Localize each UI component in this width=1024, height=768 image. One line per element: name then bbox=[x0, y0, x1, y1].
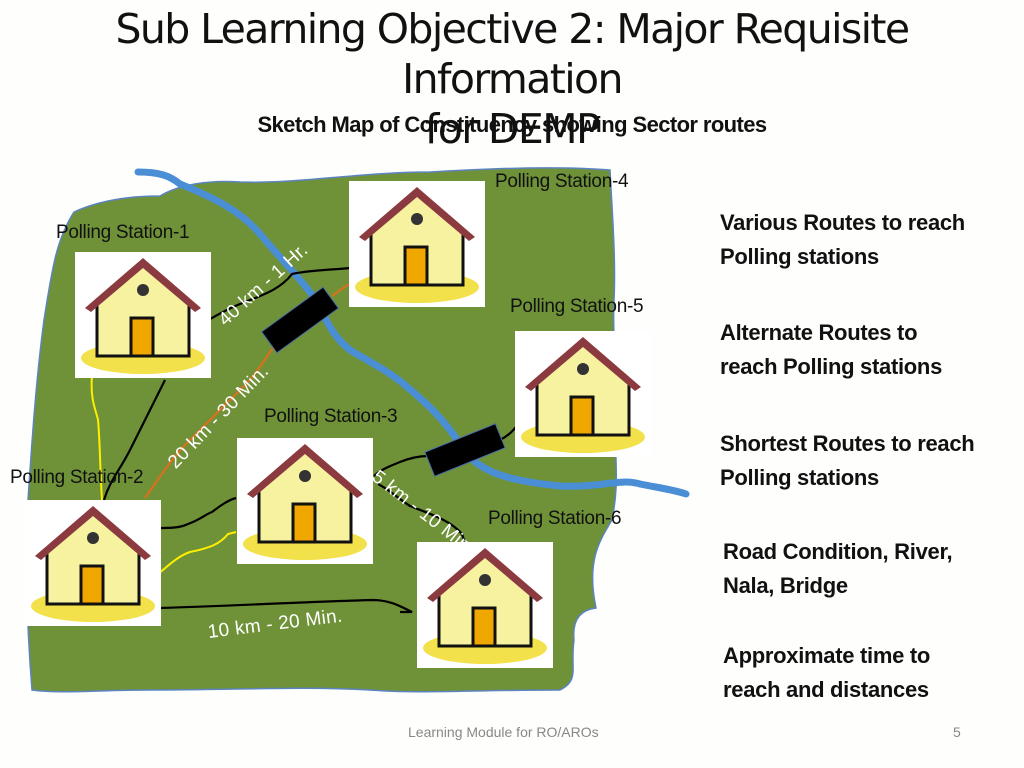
key-point-line: Alternate Routes to bbox=[720, 320, 918, 345]
alternate-route-ps1-ps2 bbox=[90, 375, 103, 501]
road-ps2-ps6 bbox=[157, 598, 413, 614]
key-point-alternate-routes: Alternate Routes to reach Polling statio… bbox=[720, 316, 1020, 384]
alternate-route-ps2-ps3 bbox=[157, 531, 237, 575]
key-point-line: Shortest Routes to reach bbox=[720, 431, 975, 456]
key-point-various-routes: Various Routes to reach Polling stations bbox=[720, 206, 1020, 274]
road-ps1-ps4 bbox=[189, 266, 351, 331]
page-number: 5 bbox=[953, 724, 961, 740]
polling-station-4[interactable] bbox=[349, 181, 485, 307]
key-point-line: reach Polling stations bbox=[720, 354, 943, 379]
road-ps2-ps3 bbox=[157, 496, 237, 530]
bridge-icon bbox=[424, 423, 506, 477]
key-point-line: reach and distances bbox=[723, 677, 929, 702]
key-point-shortest-routes: Shortest Routes to reach Polling station… bbox=[720, 427, 1020, 495]
slide-subtitle: Sketch Map of Constituency showing Secto… bbox=[257, 112, 767, 137]
slide-title: Sub Learning Objective 2: Major Requisit… bbox=[0, 4, 1024, 154]
house-icon bbox=[243, 444, 367, 560]
road-ps1-ps2 bbox=[102, 379, 166, 501]
house-icon bbox=[31, 506, 155, 622]
road-ps3-bridge bbox=[373, 454, 429, 477]
key-point-line: Approximate time to bbox=[723, 643, 930, 668]
station-label-3: Polling Station-3 bbox=[264, 406, 398, 427]
sketch-map: Polling Station-1 Polling Station-2 Poll… bbox=[0, 150, 700, 710]
house-icon bbox=[521, 337, 645, 453]
polling-station-6[interactable] bbox=[417, 542, 553, 668]
station-label-2: Polling Station-2 bbox=[10, 467, 144, 488]
river bbox=[134, 168, 690, 498]
station-label-5: Polling Station-5 bbox=[510, 296, 644, 317]
key-point-line: Various Routes to reach bbox=[720, 210, 965, 235]
key-point-line: Polling stations bbox=[720, 465, 879, 490]
house-icon bbox=[81, 258, 205, 374]
footer-text: Learning Module for RO/AROs bbox=[408, 724, 599, 740]
slide-title-line-2: for DEMP bbox=[424, 105, 601, 153]
key-point-approximate-time: Approximate time to reach and distances bbox=[723, 639, 1023, 707]
station-label-4: Polling Station-4 bbox=[495, 171, 629, 192]
key-point-line: Nala, Bridge bbox=[723, 573, 848, 598]
road-ps3-ps6 bbox=[377, 483, 468, 547]
station-label-1: Polling Station-1 bbox=[56, 222, 190, 243]
house-icon bbox=[423, 548, 547, 664]
polling-station-5[interactable] bbox=[515, 331, 651, 457]
slide-title-line-1: Sub Learning Objective 2: Major Requisit… bbox=[115, 5, 910, 103]
bridge-icon bbox=[260, 286, 340, 354]
key-point-line: Road Condition, River, bbox=[723, 539, 953, 564]
polling-station-1[interactable] bbox=[75, 252, 211, 378]
house-icon bbox=[355, 187, 479, 303]
polling-station-3[interactable] bbox=[237, 438, 373, 564]
key-point-road-condition: Road Condition, River, Nala, Bridge bbox=[723, 535, 1023, 603]
polling-station-2[interactable] bbox=[25, 500, 161, 626]
key-point-line: Polling stations bbox=[720, 244, 879, 269]
station-label-6: Polling Station-6 bbox=[488, 508, 622, 529]
